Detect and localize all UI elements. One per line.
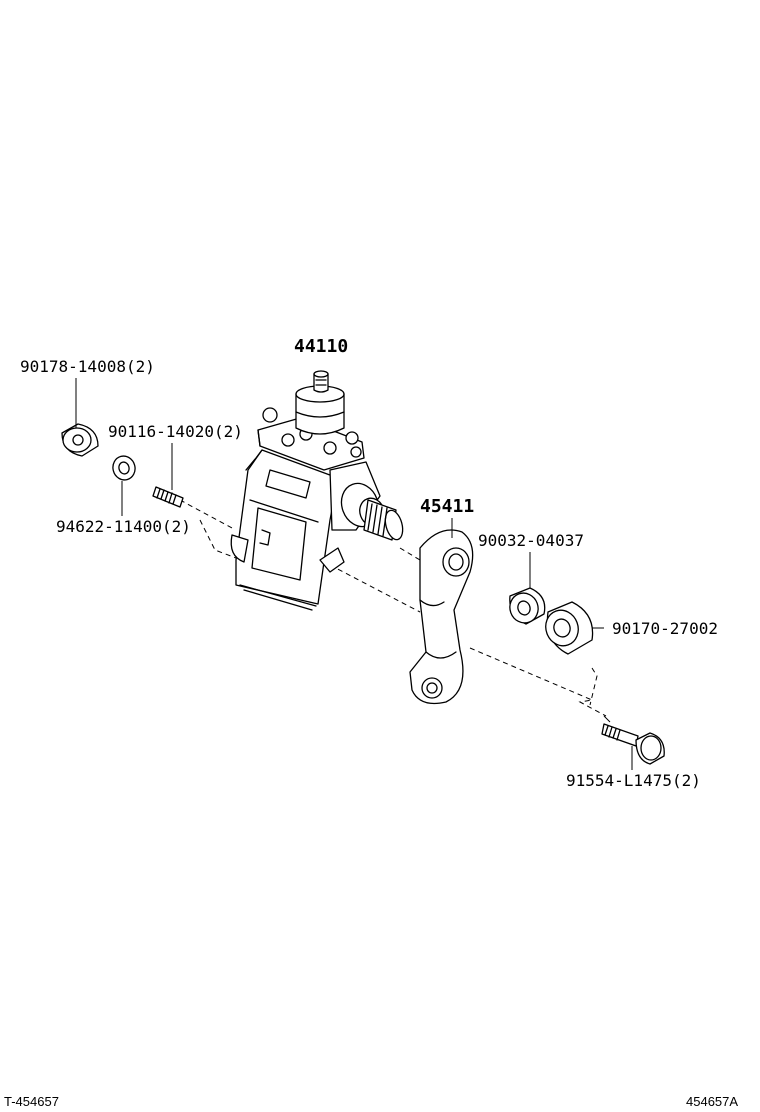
label-bolt: 91554-L1475(2) — [566, 771, 701, 790]
steering-gear-housing — [230, 370, 404, 611]
washer-part — [112, 455, 136, 481]
footer-right-code: 454657A — [686, 1094, 738, 1109]
label-gear-housing: 44110 — [294, 336, 348, 357]
nut-part — [545, 601, 594, 655]
lock-washer-part — [509, 587, 546, 625]
label-grommet: 90178-14008(2) — [20, 357, 155, 376]
label-nut: 90170-27002 — [612, 619, 718, 638]
label-stud: 90116-14020(2) — [108, 422, 243, 441]
label-pitman-arm: 45411 — [420, 496, 474, 517]
grommet-part — [61, 423, 99, 457]
pitman-arm-part — [409, 529, 474, 705]
footer-left-code: T-454657 — [4, 1094, 59, 1109]
stud-part — [152, 486, 184, 508]
assembly-dash-lines — [179, 499, 607, 717]
label-washer: 94622-11400(2) — [56, 517, 191, 536]
label-lock-washer: 90032-04037 — [478, 531, 584, 550]
bolt-part — [601, 723, 665, 765]
